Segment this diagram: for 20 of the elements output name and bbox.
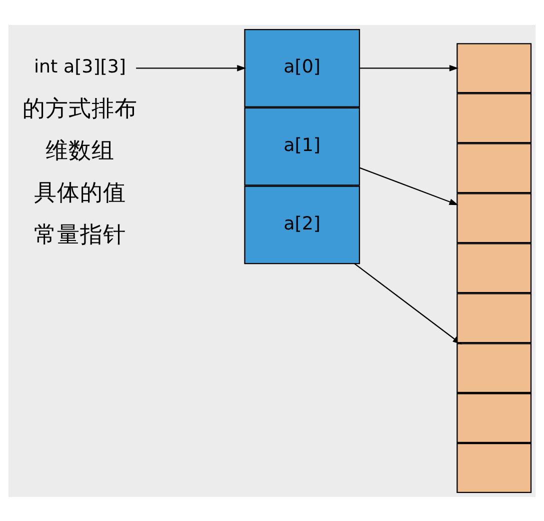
label: 常量指针 [34, 221, 126, 248]
node-box: a[1] [244, 106, 360, 186]
node-box: a[0] [244, 28, 360, 107]
node-box: a[2] [244, 185, 360, 264]
arrow [136, 64, 246, 71]
node-box [456, 442, 532, 493]
node-box [456, 342, 532, 393]
label: 具体的值 [34, 179, 126, 206]
arrow [360, 64, 458, 71]
node-box [456, 392, 532, 443]
label: 维数组 [46, 137, 115, 164]
node-box [456, 142, 532, 193]
node-box [456, 92, 532, 143]
node-box [456, 192, 532, 243]
node-box [456, 242, 532, 293]
node-box [456, 292, 532, 343]
label: 的方式排布 [22, 95, 138, 122]
node-text: int a[3][3] [34, 56, 126, 77]
node-box [456, 42, 532, 93]
arrow [359, 166, 458, 205]
